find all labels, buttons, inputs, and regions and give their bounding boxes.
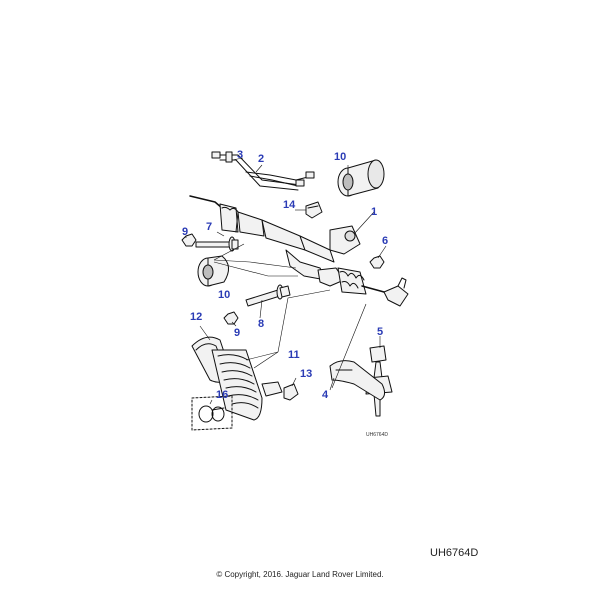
callout-10-label: 10 [218,289,230,301]
callout-7: 7 [206,221,212,233]
small-clip [283,383,299,401]
callout-16: 16 [216,389,228,401]
nut-upper [181,233,197,247]
bolt-upper [195,236,239,252]
callout-12: 11 [288,349,300,361]
callout-2: 2 [258,153,264,165]
callout-5: 5 [377,326,383,338]
nut-right [369,255,385,269]
steering-rack [189,195,385,295]
bush-left [197,255,229,287]
callout-9-upper: 9 [182,226,188,238]
callout-1: 1 [371,206,377,218]
callout-11: 10 [334,151,346,163]
callout-3: 3 [237,149,243,161]
callout-4: 4 [322,389,329,401]
bolt-lower [245,284,291,307]
fluid-pipes [211,151,315,191]
bush-large [337,159,385,197]
callout-9-lower: 9 [234,327,240,339]
callout-15: 14 [283,199,296,211]
leader-lines [185,157,387,405]
copyright-notice: © Copyright, 2016. Jaguar Land Rover Lim… [216,570,384,579]
nut-lower [223,311,239,325]
callout-8: 8 [258,318,264,330]
clip-kit-box [191,395,233,431]
callout-14: 13 [300,368,312,380]
gaiter-bellows [211,349,283,421]
callout-13: 12 [190,311,202,323]
tie-rod-arm [329,360,386,401]
ball-joint-outer [383,277,409,307]
rack-bracket [305,201,323,219]
diagram-small-code: UH6764D [366,432,388,438]
callout-6: 6 [382,235,388,247]
reference-code: UH6764D [430,547,479,559]
